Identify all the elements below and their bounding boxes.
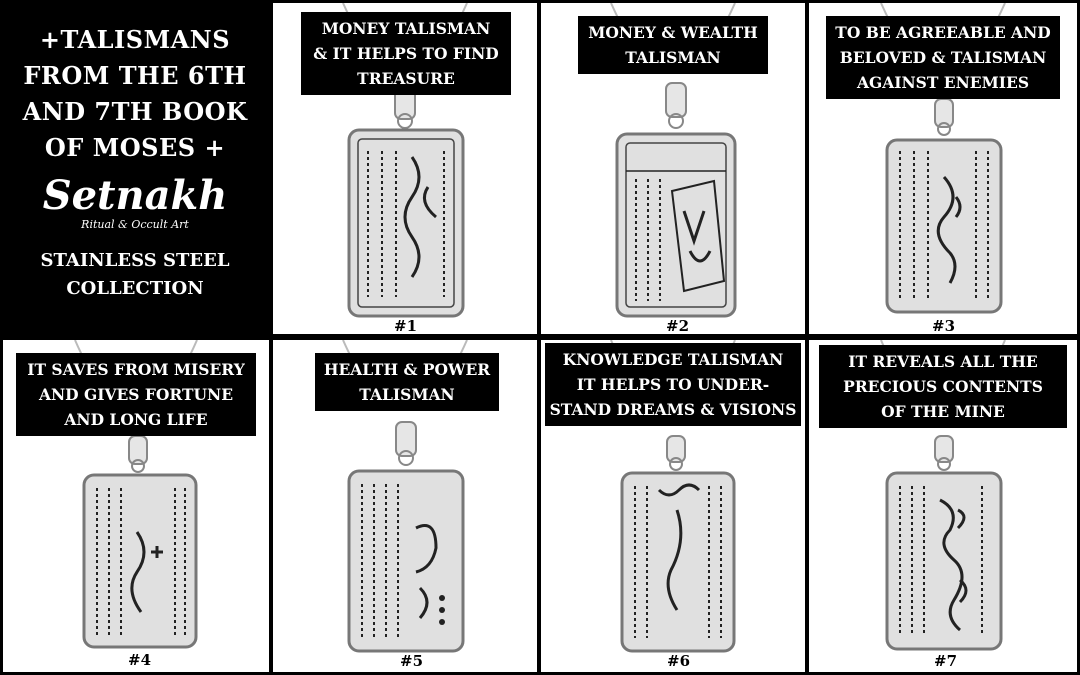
talisman-number: #5	[400, 652, 424, 670]
talisman-label: HEALTH & POWER TALISMAN	[315, 353, 499, 411]
label-line: OF THE MINE	[881, 402, 1005, 421]
talisman-card-5: HEALTH & POWER TALISMAN #5	[273, 340, 537, 672]
pendant-plate-icon	[615, 132, 737, 318]
collection-intro-panel: +TALISMANS FROM THE 6TH AND 7TH BOOK OF …	[0, 0, 270, 337]
talisman-card-1: MONEY TALISMAN & IT HELPS TO FIND TREASU…	[273, 3, 537, 334]
title-line: +TALISMANS	[39, 25, 231, 54]
collection-subtitle: STAINLESS STEEL COLLECTION	[0, 247, 270, 303]
talisman-number: #4	[128, 651, 152, 669]
label-line: TALISMAN	[359, 385, 455, 404]
label-line: TALISMAN	[625, 48, 721, 67]
label-line: HEALTH & POWER	[323, 360, 491, 379]
talisman-label: MONEY TALISMAN & IT HELPS TO FIND TREASU…	[301, 12, 511, 95]
label-line: STAND DREAMS & VISIONS	[549, 400, 797, 419]
label-line: MONEY & WEALTH	[588, 23, 758, 42]
talisman-label: KNOWLEDGE TALISMAN IT HELPS TO UNDER- ST…	[545, 343, 801, 426]
label-line: AND GIVES FORTUNE	[38, 385, 234, 404]
talisman-card-2: MONEY & WEALTH TALISMAN #2	[541, 3, 805, 334]
label-line: PRECIOUS CONTENTS	[843, 377, 1043, 396]
label-line: IT SAVES FROM MISERY	[27, 360, 245, 379]
label-line: IT REVEALS ALL THE	[848, 352, 1038, 371]
label-line: TREASURE	[357, 69, 455, 88]
label-line: AND LONG LIFE	[64, 410, 208, 429]
label-line: KNOWLEDGE TALISMAN	[562, 350, 784, 369]
pendant-plate-icon	[347, 469, 465, 653]
brand-subtitle: Ritual & Occult Art	[81, 218, 189, 231]
talisman-label: IT REVEALS ALL THE PRECIOUS CONTENTS OF …	[819, 345, 1067, 428]
talisman-label: TO BE AGREEABLE AND BELOVED & TALISMAN A…	[826, 16, 1060, 99]
label-line: IT HELPS TO UNDER-	[576, 375, 770, 394]
talisman-label: IT SAVES FROM MISERY AND GIVES FORTUNE A…	[16, 353, 256, 436]
pendant-plate-icon	[885, 138, 1003, 314]
label-line: TO BE AGREEABLE AND	[835, 23, 1051, 42]
talisman-card-6: KNOWLEDGE TALISMAN IT HELPS TO UNDER- ST…	[541, 340, 805, 672]
title-line: FROM THE 6TH	[23, 61, 247, 90]
pendant-plate-icon	[347, 128, 465, 318]
talisman-number: #2	[666, 317, 690, 334]
talisman-number: #1	[394, 317, 418, 334]
pendant-plate-icon	[885, 471, 1003, 651]
talisman-card-4: IT SAVES FROM MISERY AND GIVES FORTUNE A…	[3, 340, 269, 672]
title-line: OF MOSES +	[44, 133, 226, 162]
collection-title: +TALISMANS FROM THE 6TH AND 7TH BOOK OF …	[10, 22, 260, 166]
brand-logo: Setnakh	[42, 172, 228, 219]
talisman-number: #3	[932, 317, 956, 334]
talisman-number: #6	[667, 652, 691, 670]
label-line: BELOVED & TALISMAN	[839, 48, 1047, 67]
label-line: & IT HELPS TO FIND	[313, 44, 499, 63]
talisman-card-3: TO BE AGREEABLE AND BELOVED & TALISMAN A…	[809, 3, 1077, 334]
pendant-plate-icon	[620, 471, 736, 653]
label-line: MONEY TALISMAN	[321, 19, 491, 38]
collection-line: STAINLESS STEEL	[40, 250, 230, 271]
label-line: AGAINST ENEMIES	[856, 73, 1030, 92]
talisman-label: MONEY & WEALTH TALISMAN	[578, 16, 768, 74]
talisman-number: #7	[934, 652, 958, 670]
title-line: AND 7TH BOOK	[22, 97, 248, 126]
pendant-plate-icon	[82, 473, 198, 649]
collection-line: COLLECTION	[66, 278, 204, 299]
talisman-card-7: IT REVEALS ALL THE PRECIOUS CONTENTS OF …	[809, 340, 1077, 672]
